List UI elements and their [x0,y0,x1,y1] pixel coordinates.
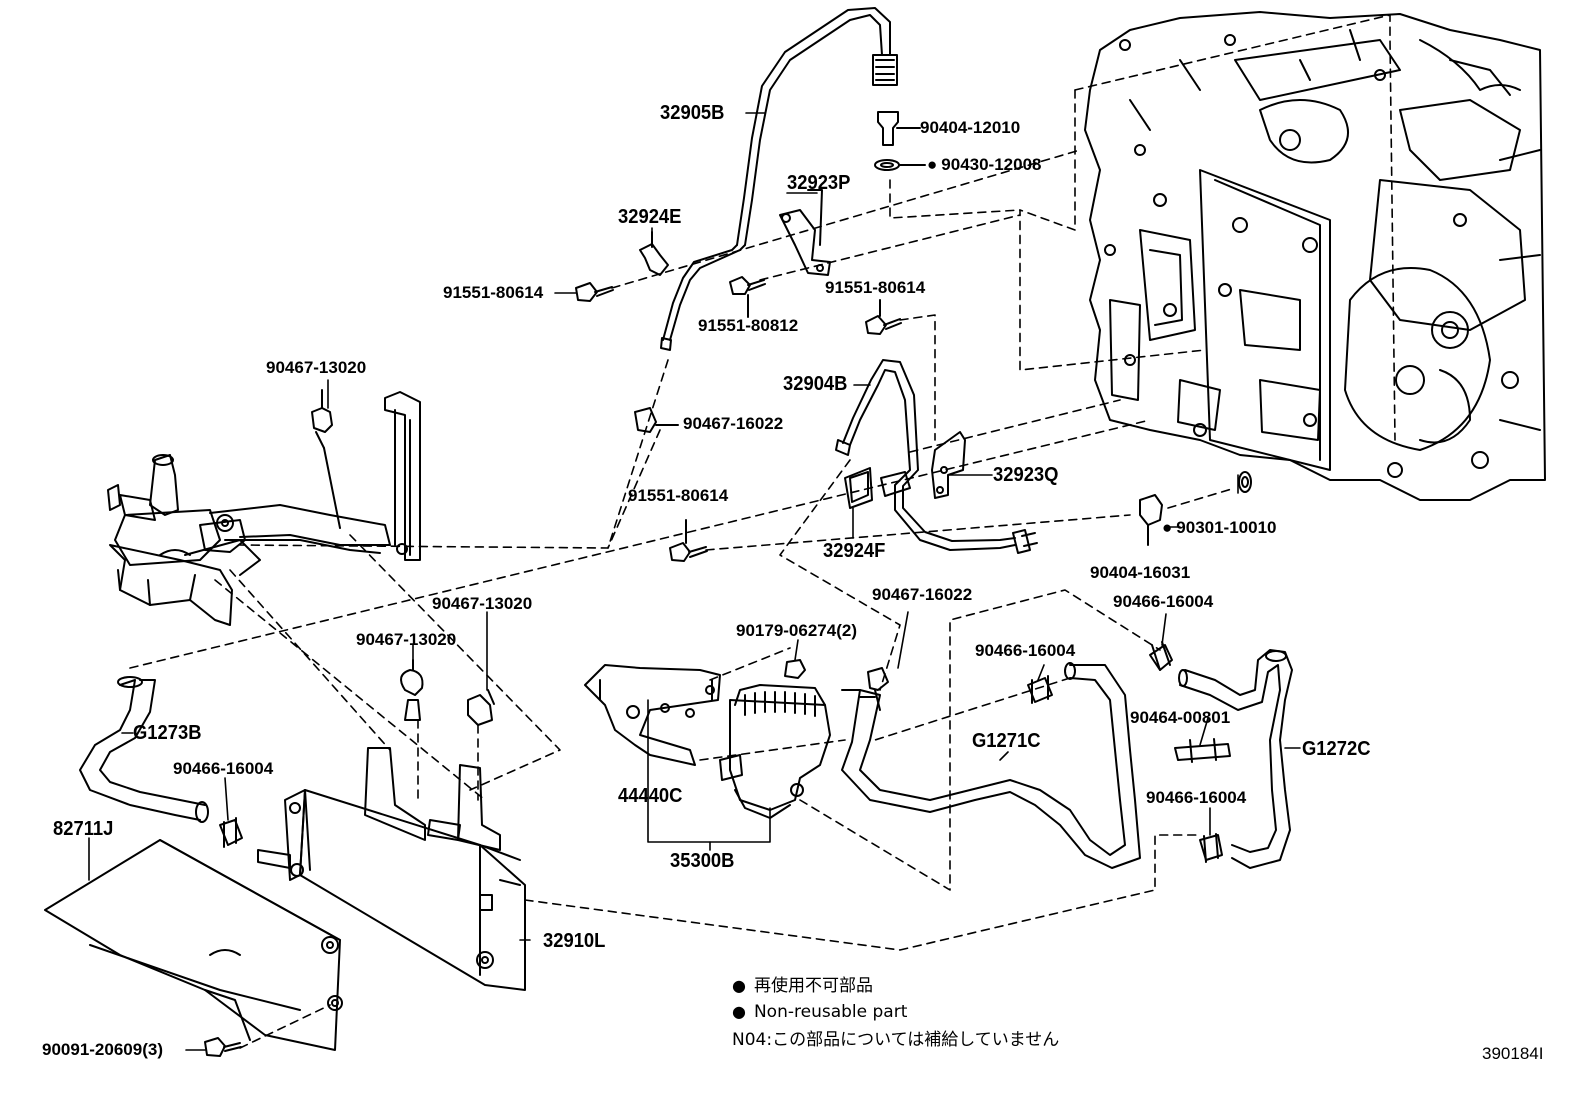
legend-en-nonreusable: ●Non-reusable part [732,1002,908,1022]
label-32923Q[interactable]: 32923Q [993,464,1059,486]
diagram-code: 390184I [1482,1044,1544,1063]
label-90404-12010[interactable]: 90404-12010 [920,118,1021,137]
legend-bullet: ● [732,976,746,995]
nut-90179-06274 [784,659,806,679]
clip-90464-00801 [1174,738,1231,763]
connection-dashes [129,149,1236,1049]
label-91551-80812[interactable]: 91551-80812 [698,316,799,335]
label-90430-12008[interactable]: 90430-12008 [927,155,1041,175]
label-G1271C[interactable]: G1271C [972,730,1041,752]
gasket-90301-10010 [1238,471,1252,493]
label-32924E[interactable]: 32924E [618,206,682,228]
pump-bracket [384,391,421,561]
leader-lines [88,112,1301,1051]
label-32910L[interactable]: 32910L [543,930,606,952]
hose-clamp-90466-16004-lower-right [1199,833,1223,863]
label-90466-16004-upper-right[interactable]: 90466-16004 [1113,592,1214,611]
legend-jp-nonreusable: ●再使用不可部品 [732,976,873,996]
hose-clamp-90466-16004-mid [1027,675,1053,704]
label-90179-06274[interactable]: 90179-06274(2) [736,621,857,640]
union-bolt-90404-12010 [874,111,926,171]
label-90467-13020-right[interactable]: 90467-13020 [432,594,533,613]
bolt-90091-20609 [204,1037,242,1057]
label-90466-16004-mid[interactable]: 90466-16004 [975,641,1076,660]
clip-90467-13020-upper [311,389,341,529]
label-32904B[interactable]: 32904B [783,373,848,395]
label-90467-13020-upper[interactable]: 90467-13020 [266,358,367,377]
bracket-44440C [584,664,721,766]
bracket-32923Q [931,431,966,499]
label-91551-80614-upper[interactable]: 91551-80614 [443,283,544,302]
label-32924F[interactable]: 32924F [823,540,886,562]
hose-clamp-90466-16004-left [219,817,243,848]
label-90467-13020-left[interactable]: 90467-13020 [356,630,457,649]
label-90467-16022-upper[interactable]: 90467-16022 [683,414,784,433]
label-90467-16022-lower[interactable]: 90467-16022 [872,585,973,604]
bolt-91551-80614-mid [669,519,708,562]
label-32905B[interactable]: 32905B [660,102,725,124]
hose-G1272C [1178,649,1293,869]
label-32923P[interactable]: 32923P [787,172,851,194]
electric-pump-35300B [719,684,831,819]
legend-bullet: ● [732,1002,746,1021]
oil-cooler-32910L [257,747,526,991]
engine-block-drawing [1084,11,1546,501]
oil-cooler-pipe-32905B [660,7,898,351]
label-90464-00801[interactable]: 90464-00801 [1130,708,1231,727]
label-G1273B[interactable]: G1273B [133,722,202,744]
label-90466-16004-left[interactable]: 90466-16004 [173,759,274,778]
clip-90467-16022-upper [634,407,679,433]
label-90301-10010[interactable]: 90301-10010 [1162,518,1276,538]
union-90404-16031 [1139,494,1163,546]
label-44440C[interactable]: 44440C [618,785,683,807]
electric-water-pump [107,454,391,626]
legend-n04-note: N04:この部品については補給していません [732,1030,1060,1050]
hose-G1273B [79,676,209,823]
clip-90467-13020-left [400,659,424,721]
oil-cooler-pipe-32904B [835,359,1038,554]
bracket-32923P [779,189,831,276]
label-90404-16031[interactable]: 90404-16031 [1090,563,1191,582]
bolt-91551-80812 [729,276,766,318]
label-90466-16004-lower-right[interactable]: 90466-16004 [1146,788,1247,807]
label-91551-80614-mid[interactable]: 91551-80614 [628,486,729,505]
bolt-91551-80614-upper [575,282,614,302]
label-91551-80614-right[interactable]: 91551-80614 [825,278,926,297]
clip-90467-13020-right [467,689,495,726]
clamp-32924F [844,467,873,509]
label-90091-20609[interactable]: 90091-20609(3) [42,1040,163,1059]
cover-82711J [44,839,343,1051]
bolt-91551-80614-right [865,299,902,335]
label-G1272C[interactable]: G1272C [1302,738,1371,760]
hose-G1271C [841,662,1141,869]
clamp-32924E [639,231,669,276]
label-82711J[interactable]: 82711J [53,818,114,840]
hose-clamp-90466-16004-upper-right [1149,641,1173,671]
label-35300B[interactable]: 35300B [670,850,735,872]
